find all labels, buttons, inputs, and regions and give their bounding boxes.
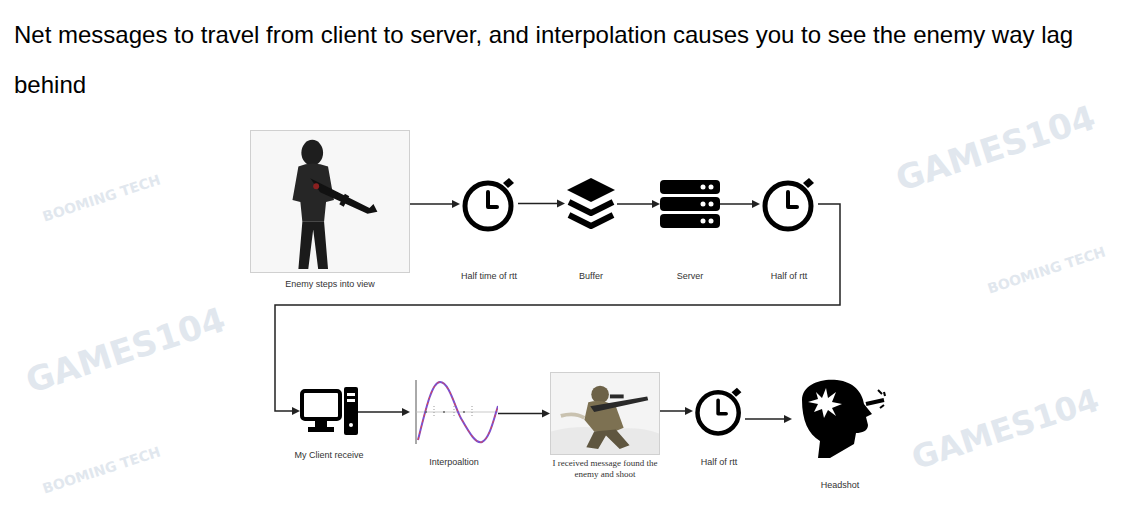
node-caption: Headshot (821, 480, 860, 491)
arrow-head (652, 200, 660, 208)
buffer-node: Buffer (565, 176, 617, 231)
node-caption: Server (677, 271, 704, 282)
connector-line (498, 413, 542, 415)
connector-line (745, 418, 784, 420)
arrow-head (542, 410, 550, 418)
soldier-picture (251, 131, 409, 272)
flow-arrow (498, 410, 550, 418)
clock-icon (693, 385, 745, 437)
arrow-head (452, 200, 460, 208)
connector-line (617, 203, 652, 205)
watermark: BOOMING TECH (986, 243, 1108, 296)
flow-arrow (617, 200, 660, 208)
connector-line (410, 203, 452, 205)
flow-arrow (518, 200, 565, 208)
server-icon (660, 180, 720, 228)
watermark: BOOMING TECH (41, 443, 163, 496)
node-caption: Half of rtt (701, 457, 738, 468)
arrow-head (292, 407, 300, 415)
watermark: BOOMING TECH (41, 171, 163, 224)
delay-clock: Half of rtt (760, 175, 818, 233)
headshot-icon (792, 378, 888, 460)
server-node: Server (660, 180, 720, 228)
connector-line (358, 411, 402, 413)
flow-arrow (410, 200, 460, 208)
clock-icon (460, 175, 518, 233)
diagram-title: Net messages to travel from client to se… (14, 10, 1099, 110)
flow-arrow (660, 407, 693, 415)
node-caption: Half of rtt (771, 271, 808, 282)
delay-clock: Half time of rtt (460, 175, 518, 233)
enemy-picture-box: Enemy steps into view (250, 130, 410, 273)
shooter-picture-box: I received message found the enemy and s… (550, 372, 660, 455)
connector-line (720, 203, 752, 205)
delay-clock: Half of rtt (693, 385, 745, 437)
flow-arrow (358, 408, 410, 416)
watermark: GAMES104 (907, 381, 1104, 477)
clock-icon (760, 175, 818, 233)
node-caption: Half time of rtt (461, 271, 517, 282)
node-caption: I received message found the enemy and s… (540, 458, 670, 480)
connector-line (660, 410, 685, 412)
watermark: GAMES104 (21, 299, 230, 401)
node-caption: Enemy steps into view (285, 279, 375, 290)
interpolation-node: Interpoaltion (410, 378, 498, 446)
sniper-picture (551, 373, 659, 454)
arrow-head (685, 407, 693, 415)
arrow-head (402, 408, 410, 416)
arrow-head (557, 200, 565, 208)
node-caption: Buffer (579, 271, 603, 282)
flow-arrow (720, 200, 760, 208)
arrow-head (784, 415, 792, 423)
headshot-node: Headshot (792, 378, 888, 460)
node-caption: My Client receive (294, 450, 363, 461)
arrow-head (752, 200, 760, 208)
connector-line (518, 203, 557, 205)
buffer-icon (565, 176, 617, 231)
client-computer-icon (300, 385, 358, 437)
node-caption: Interpoaltion (429, 457, 479, 468)
client-node: My Client receive (300, 385, 358, 437)
interpolation-graph (410, 378, 498, 446)
watermark: GAMES104 (891, 97, 1100, 199)
flow-arrow (745, 415, 792, 423)
